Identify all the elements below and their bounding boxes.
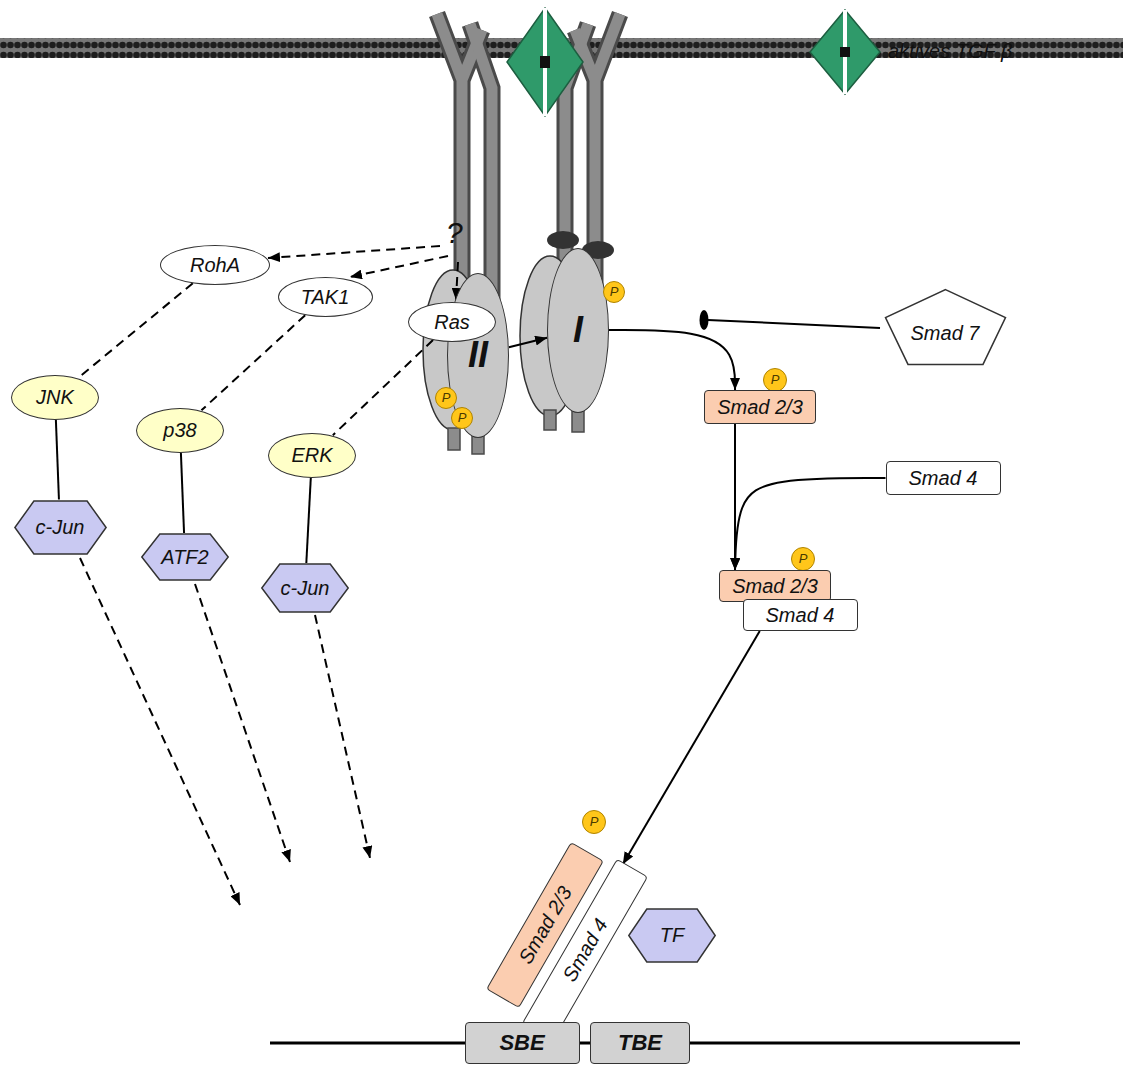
node-text: P bbox=[590, 815, 599, 829]
tgf-beta-icon bbox=[810, 10, 880, 94]
connector bbox=[78, 283, 193, 378]
receptor-kinase: I bbox=[547, 248, 609, 413]
connector bbox=[56, 419, 59, 499]
signal-ellipse: RohA bbox=[160, 245, 270, 285]
node-text: ERK bbox=[291, 444, 332, 466]
connector bbox=[735, 478, 885, 570]
kinase-ellipse: ERK bbox=[268, 433, 356, 478]
smad-box: Smad 2/3 bbox=[719, 570, 831, 602]
node-text: P bbox=[442, 391, 451, 405]
signal-ellipse: TAK1 bbox=[278, 277, 373, 317]
connector bbox=[306, 477, 311, 563]
node-text: Smad 4 bbox=[909, 467, 978, 489]
connector bbox=[181, 452, 184, 533]
binding-element: SBE bbox=[465, 1022, 580, 1064]
node-text: P bbox=[771, 373, 780, 387]
node-text: TBE bbox=[618, 1031, 662, 1055]
ligand-label: aktives TGF β bbox=[888, 40, 1012, 62]
node-text: Smad 2/3 bbox=[732, 575, 818, 597]
node-text: c-Jun bbox=[36, 516, 85, 538]
connector bbox=[509, 338, 547, 348]
node-text: RohA bbox=[190, 254, 240, 276]
node-text: p38 bbox=[163, 419, 196, 441]
node-text: JNK bbox=[36, 386, 74, 408]
node-text: TAK1 bbox=[301, 286, 350, 308]
smad-box: Smad 4 bbox=[886, 461, 1001, 495]
factor-hexagon: ATF2 bbox=[140, 533, 230, 581]
phospho-mark: P bbox=[603, 281, 625, 303]
node-text: P bbox=[458, 411, 467, 425]
node-text: I bbox=[573, 310, 583, 350]
smad-box: Smad 2/3 bbox=[704, 390, 816, 424]
connector bbox=[609, 330, 735, 390]
binding-element: TBE bbox=[590, 1022, 690, 1064]
smad7-inhibition bbox=[700, 310, 881, 330]
connector bbox=[623, 631, 760, 864]
tgf-beta-ligand bbox=[507, 8, 583, 116]
phospho-mark: P bbox=[435, 387, 457, 409]
signal-ellipse: Ras bbox=[408, 302, 496, 342]
smad-box: Smad 4 bbox=[743, 599, 858, 631]
node-text: TF bbox=[660, 924, 684, 946]
phospho-mark: P bbox=[451, 407, 473, 429]
kinase-ellipse: JNK bbox=[11, 375, 99, 420]
kinase-ellipse: p38 bbox=[136, 408, 224, 453]
node-text: SBE bbox=[499, 1031, 544, 1055]
node-text: ATF2 bbox=[161, 546, 208, 568]
connector bbox=[201, 315, 305, 410]
phospho-mark: P bbox=[763, 368, 787, 392]
node-text: Smad 7 bbox=[911, 322, 980, 344]
node-text: Smad 4 bbox=[766, 604, 835, 626]
phospho-mark: P bbox=[582, 810, 606, 834]
node-text: Ras bbox=[434, 311, 470, 333]
factor-hexagon: TF bbox=[627, 908, 717, 963]
node-text: P bbox=[610, 285, 619, 299]
connector bbox=[333, 340, 433, 435]
inhibitor-pentagon: Smad 7 bbox=[883, 288, 1008, 366]
signal-arrow bbox=[80, 246, 458, 905]
phospho-mark: P bbox=[791, 547, 815, 571]
node-text: II bbox=[468, 335, 488, 375]
unknown-mark: ? bbox=[446, 216, 463, 249]
node-text: c-Jun bbox=[281, 577, 330, 599]
node-text: Smad 2/3 bbox=[717, 396, 803, 418]
factor-hexagon: c-Jun bbox=[260, 563, 350, 613]
node-text: P bbox=[799, 552, 808, 566]
factor-hexagon: c-Jun bbox=[13, 500, 108, 555]
